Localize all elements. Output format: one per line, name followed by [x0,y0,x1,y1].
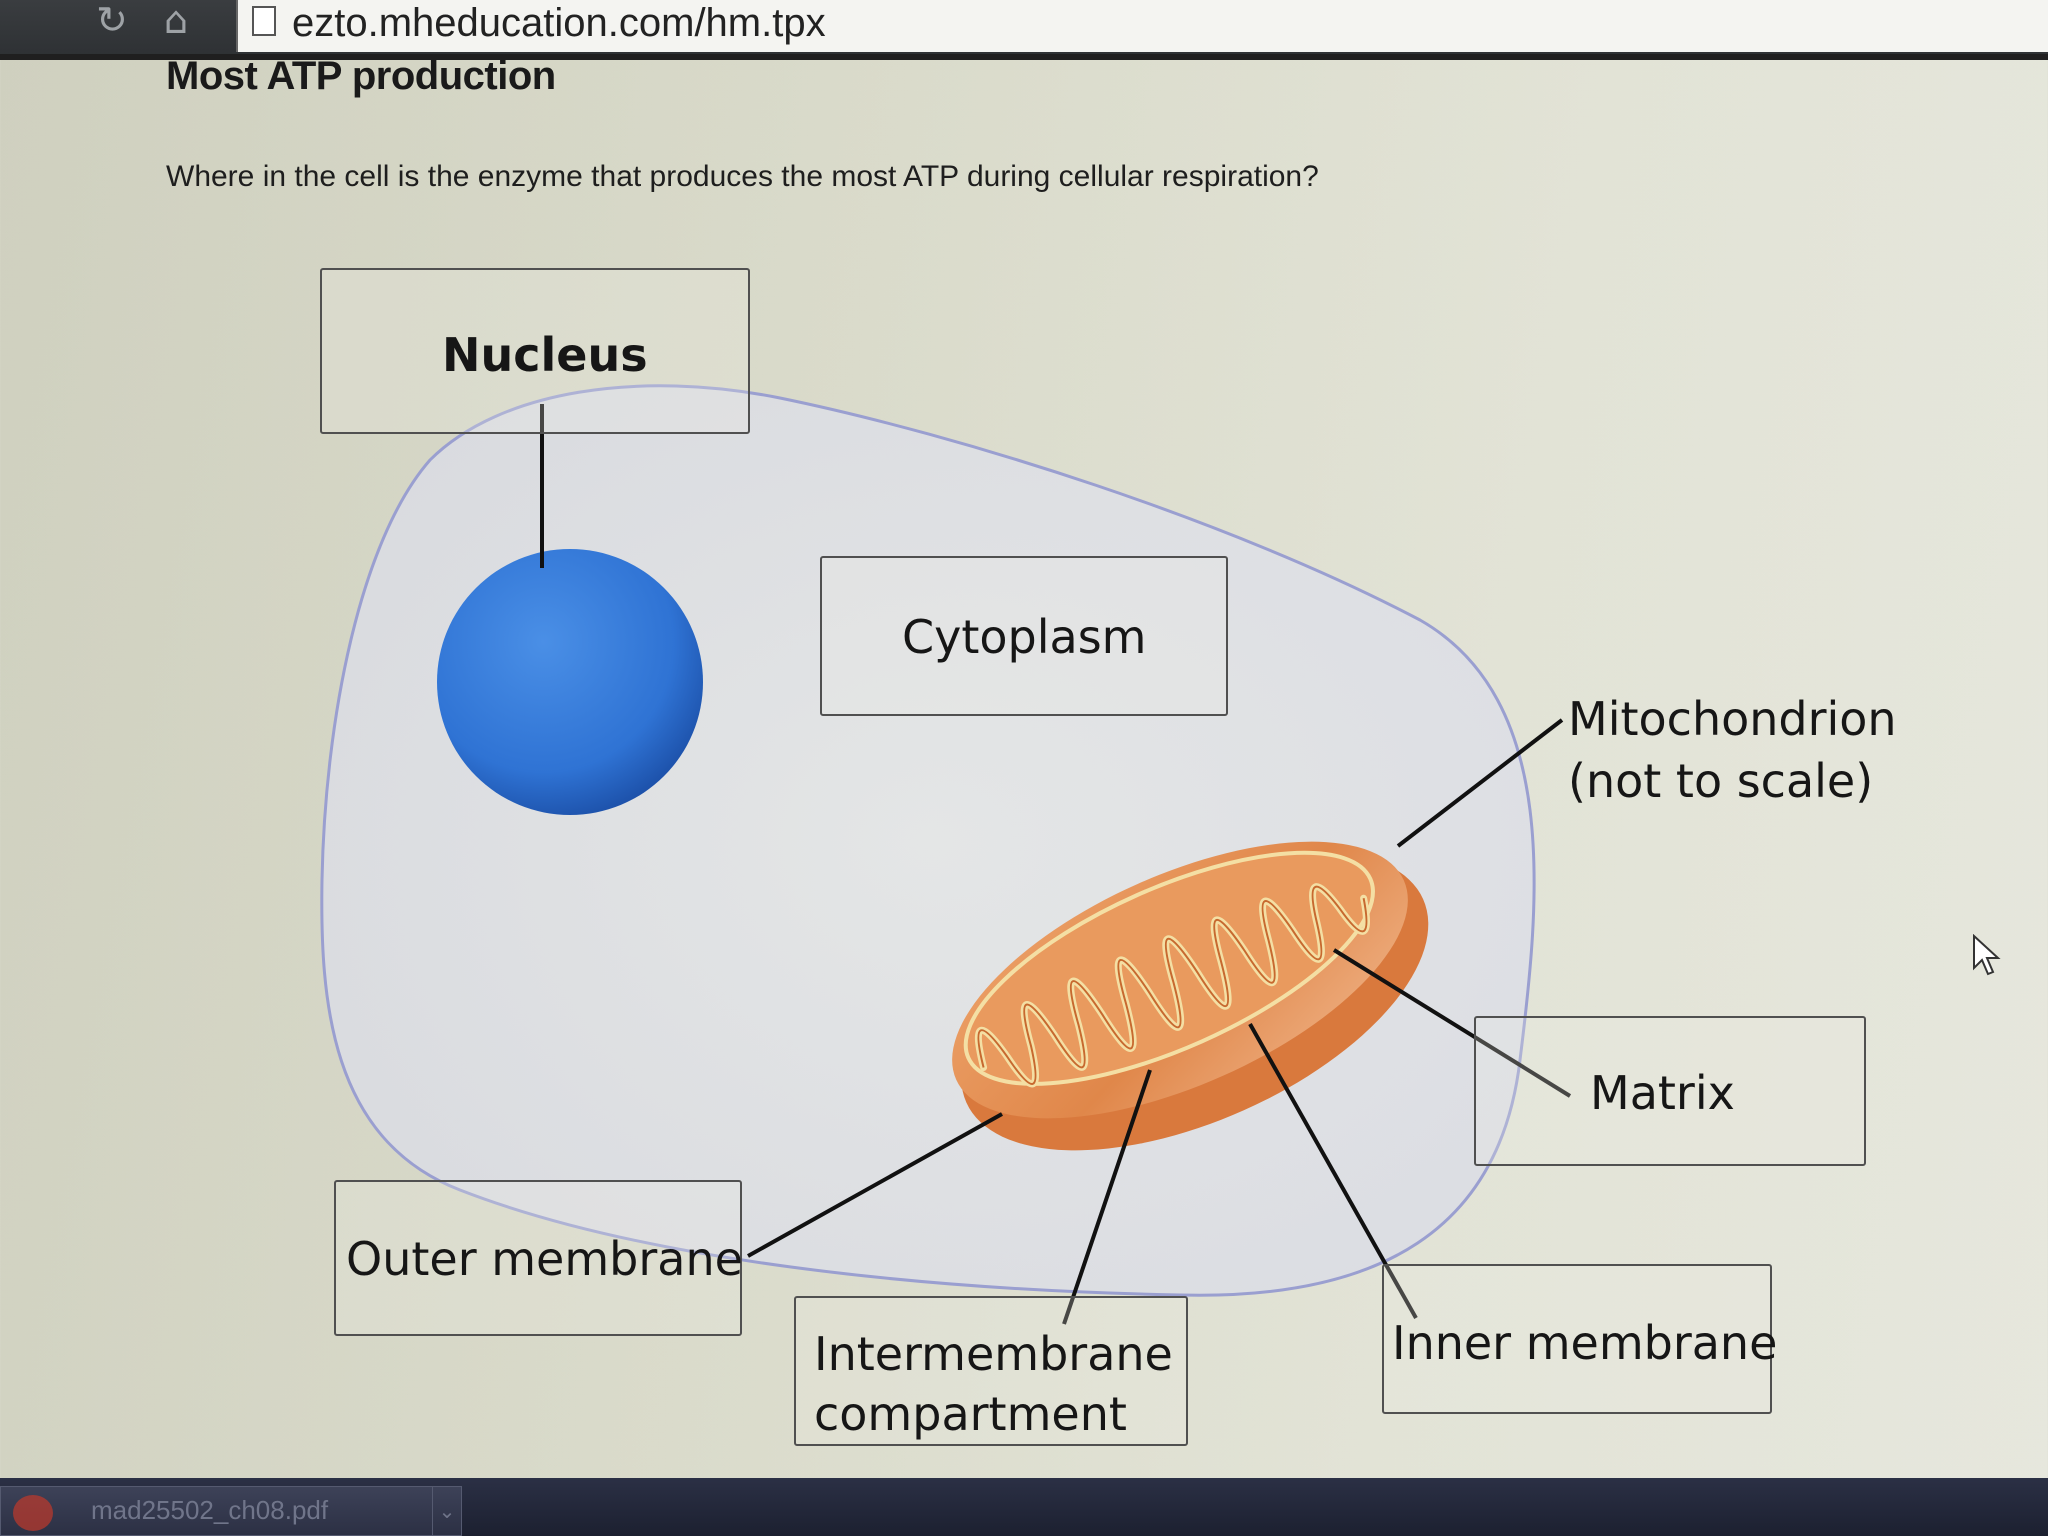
address-bar[interactable]: ezto.mheducation.com/hm.tpx [236,0,2048,52]
outer-membrane-label: Outer membrane [346,1232,743,1286]
cytoplasm-drop-box[interactable]: Cytoplasm [820,556,1228,716]
question-title: Most ATP production [166,54,556,98]
intermembrane-leader-line [1062,1069,1152,1325]
chevron-down-icon[interactable]: ⌄ [432,1487,461,1535]
taskbar: mad25502_ch08.pdf ⌄ [0,1478,2048,1536]
outer-membrane-drop-box[interactable]: Outer membrane [334,1180,743,1336]
matrix-label: Matrix [1590,1066,1735,1120]
taskbar-download-item[interactable]: mad25502_ch08.pdf ⌄ [0,1486,462,1536]
pdf-icon [13,1495,53,1531]
browser-toolbar: ↻ ⌂ ezto.mheducation.com/hm.tpx [0,0,2048,56]
mouse-cursor-icon [1973,934,2001,976]
mitochondrion-leader-line [1396,718,1564,848]
mitochondrion-shape [952,841,1429,1151]
inner-membrane-leader-line [1248,1023,1418,1319]
address-bar-url[interactable]: ezto.mheducation.com/hm.tpx [292,1,826,45]
question-prompt: Where in the cell is the enzyme that pro… [166,160,1319,193]
matrix-drop-box[interactable]: Matrix [1474,1016,1866,1166]
mitochondrion-callout: Mitochondrion (not to scale) [1568,688,1897,812]
inner-membrane-label: Inner membrane [1392,1316,1778,1370]
content-border [0,54,2048,60]
mitochondrion-callout-line2: (not to scale) [1568,754,1874,808]
cell-membrane [320,384,1536,1297]
intermembrane-drop-box[interactable]: Intermembrane compartment [794,1296,1188,1446]
reload-icon[interactable]: ↻ [96,0,128,42]
intermembrane-label-line2: compartment [814,1387,1127,1441]
nucleus-drop-box[interactable]: Nucleus [320,268,750,434]
download-item-label[interactable]: mad25502_ch08.pdf [91,1495,329,1525]
nucleus-label: Nucleus [442,328,648,382]
intermembrane-label: Intermembrane compartment [814,1324,1173,1444]
cytoplasm-label: Cytoplasm [902,610,1147,664]
matrix-leader-line [1332,948,1572,1098]
page-icon [252,6,276,36]
mitochondrion-callout-line1: Mitochondrion [1568,692,1897,746]
nucleus-shape [437,549,703,815]
inner-membrane-drop-box[interactable]: Inner membrane [1382,1264,1777,1414]
intermembrane-label-line1: Intermembrane [814,1327,1173,1381]
home-icon[interactable]: ⌂ [164,0,189,42]
outer-membrane-leader-line [747,1112,1003,1258]
